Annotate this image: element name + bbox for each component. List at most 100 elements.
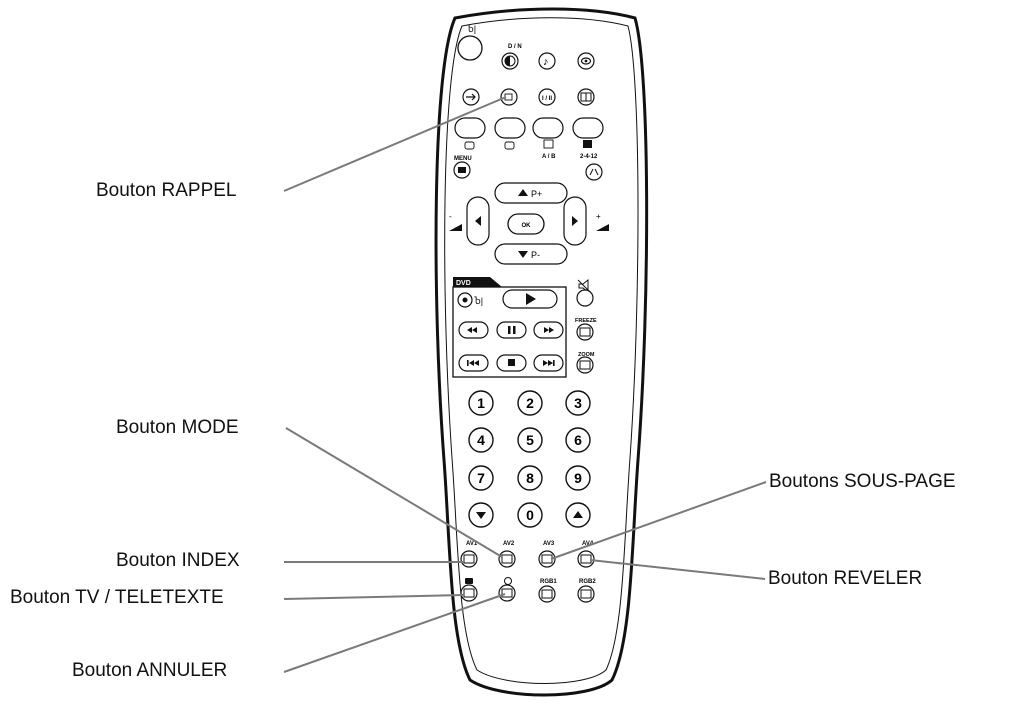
triangle-right-icon [572,216,578,226]
i-ii-button[interactable] [538,88,556,106]
program-down-button[interactable] [494,243,568,265]
power-button[interactable] [457,35,483,61]
eye-icon [580,57,592,65]
navigation-cluster: P+ P- OK - + [449,182,609,265]
digit-label: 7 [477,470,485,486]
av3-label: AV3 [543,541,555,547]
mute-button[interactable] [576,289,594,307]
pause-icon [508,326,511,334]
program-up-button[interactable] [494,182,568,204]
callout-annuler: Bouton ANNULER [72,660,228,681]
dvd-section: DVD Ⴆ| FREEZE ZOOM [452,277,597,378]
callout-sous-page: Boutons SOUS-PAGE [769,471,956,492]
cancel-button[interactable] [498,584,516,602]
digit-button-0[interactable] [517,502,543,528]
rappel-button[interactable] [500,88,518,106]
teletext-buttons: AV1 AV2 AV3 AV4 RGB1 RGB2 [460,541,596,603]
digit-button-6[interactable] [565,427,591,453]
leader-reveler [589,559,766,580]
av4-label: AV4 [582,541,594,547]
triangle-left-icon [475,216,481,226]
digit-button-8[interactable] [517,465,543,491]
power-symbol-label: Ⴆ| [467,24,476,34]
rgb2-label: RGB2 [579,579,596,585]
dn-label: D / N [508,44,522,50]
tv-icon [465,578,473,584]
digit-button-7[interactable] [468,465,494,491]
leader-rappel [283,96,507,192]
digit-button-4[interactable] [468,427,494,453]
triangle-up-icon [518,189,528,196]
rewind-icon [467,327,477,333]
tv-teletext-button[interactable] [460,584,478,602]
callout-tv-teletexte: Bouton TV / TELETEXTE [10,587,224,608]
pages-label: 2-4-12 [580,154,598,160]
ok-button[interactable] [507,213,545,235]
freeze-button[interactable] [576,323,594,341]
digit-label: 0 [526,507,534,523]
digit-label: 1 [477,395,485,411]
p-plus-label: P+ [531,189,542,199]
input-arrow-icon [466,93,476,101]
p-minus-label: P- [531,250,540,260]
digit-button-9[interactable] [565,465,591,491]
digit-label: 3 [574,395,582,411]
digit-label: 2 [526,395,534,411]
zoom-label: ZOOM [578,352,595,358]
number-pad: 1 2 3 4 5 6 7 8 9 0 [468,390,591,528]
leader-lines [283,96,767,673]
dvd-power-icon: Ⴆ| [474,296,483,306]
callout-mode: Bouton MODE [116,417,239,438]
dvd-tab [453,277,502,287]
fast-forward-icon [544,327,554,333]
digit-button-3[interactable] [565,390,591,416]
rgb1-label: RGB1 [540,579,557,585]
color-buttons: A / B 2-4-12 MENU [453,117,604,181]
subtitle-icon [504,141,515,150]
callout-index: Bouton INDEX [116,550,240,571]
dvd-pause-button[interactable] [496,321,527,339]
zoom-button[interactable] [576,356,594,374]
leader-tv-teletexte [283,594,465,600]
reveal-button[interactable] [577,550,595,568]
digit-label: 8 [526,470,534,486]
digit-button-5[interactable] [517,427,543,453]
mode-button[interactable] [498,550,516,568]
sound-button[interactable] [538,52,556,70]
leader-mode [285,427,503,558]
digit-button-1[interactable] [468,390,494,416]
volume-wedge-right-icon [596,224,609,231]
av1-label: AV1 [466,541,478,547]
ab-icon [543,139,554,149]
callout-reveler: Bouton REVELER [768,568,923,589]
triangle-down-icon [476,512,486,519]
contrast-icon [505,56,510,66]
stop-icon [508,359,515,366]
skip-forward-icon [543,360,553,366]
digit-label: 4 [477,432,485,448]
teletext-icon [464,141,475,150]
digit-label: 5 [526,432,534,448]
volume-wedge-left-icon [449,224,462,231]
timer-button[interactable] [585,163,603,181]
color-button-2[interactable] [494,117,526,139]
vol-minus-label: - [449,212,452,221]
color-button-4[interactable] [572,117,604,139]
top-buttons: Ⴆ| D / N ♪ I / II [457,24,595,106]
digit-label: 6 [574,432,582,448]
i-ii-label: I / II [542,96,552,102]
rgb2-button[interactable] [577,585,595,603]
digit-button-2[interactable] [517,390,543,416]
freeze-label: FREEZE [575,318,597,324]
menu-label: MENU [454,156,472,162]
dvd-label: DVD [456,280,471,287]
index-button[interactable] [460,550,478,568]
rgb1-button[interactable] [538,585,556,603]
play-icon [526,293,536,305]
color-button-1[interactable] [454,117,486,139]
leader-annuler [283,593,506,673]
color-button-3[interactable] [532,117,564,139]
ab-label: A / B [542,154,556,160]
